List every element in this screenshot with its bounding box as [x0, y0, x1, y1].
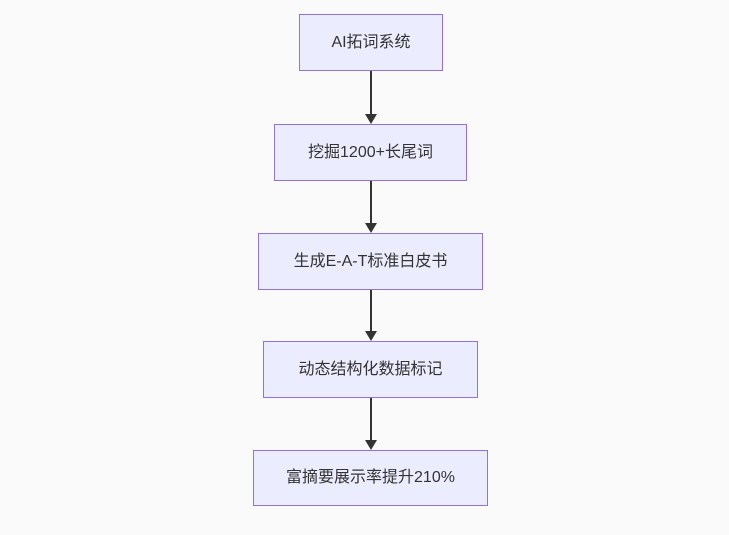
flow-node-rich-snippet-result: 富摘要展示率提升210% — [253, 450, 488, 506]
flow-node-structured-data-markup: 动态结构化数据标记 — [263, 341, 478, 398]
flow-node-label: 富摘要展示率提升210% — [286, 469, 455, 486]
flow-node-eat-whitepaper: 生成E-A-T标准白皮书 — [258, 233, 483, 290]
flow-node-label: 挖掘1200+长尾词 — [308, 143, 433, 161]
arrow-line — [369, 290, 372, 331]
flow-node-label: 动态结构化数据标记 — [298, 360, 443, 378]
flow-node-ai-keyword-system: AI拓词系统 — [299, 14, 443, 71]
arrow-line — [369, 398, 372, 440]
flow-arrow-1 — [364, 71, 377, 124]
arrow-line — [369, 71, 372, 114]
flow-arrow-4 — [364, 398, 377, 450]
flow-node-label: 生成E-A-T标准白皮书 — [293, 252, 448, 270]
arrow-head-icon — [364, 114, 377, 124]
flow-arrow-3 — [364, 290, 377, 341]
arrow-line — [369, 181, 372, 223]
arrow-head-icon — [364, 440, 377, 450]
arrow-head-icon — [364, 223, 377, 233]
flow-arrow-2 — [364, 181, 377, 233]
flow-node-label: AI拓词系统 — [331, 33, 411, 51]
flow-node-longtail-mining: 挖掘1200+长尾词 — [274, 124, 467, 181]
arrow-head-icon — [364, 331, 377, 341]
